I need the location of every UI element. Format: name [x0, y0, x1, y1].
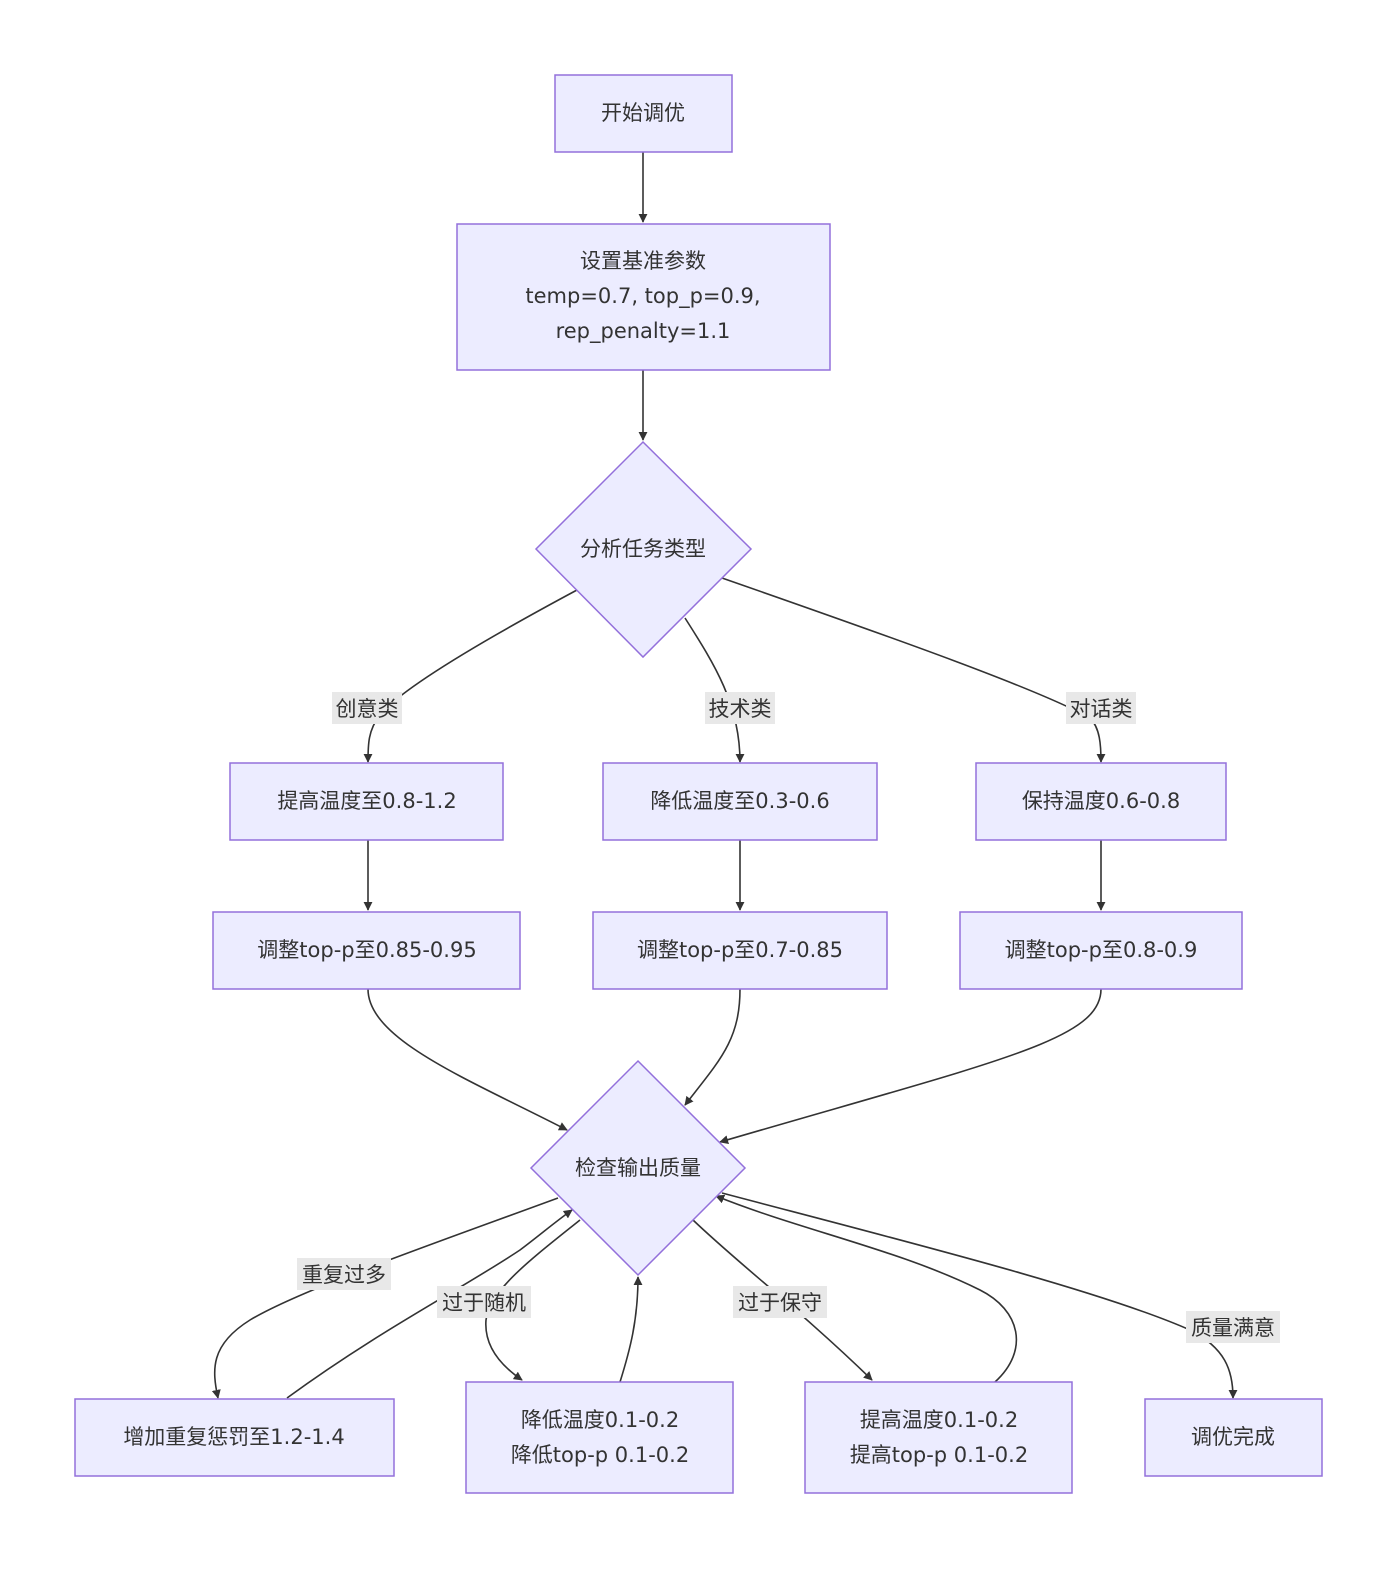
edge-label-satisfied: 质量满意 [1186, 1311, 1280, 1343]
node-chat-temp[interactable]: 保持温度0.6-0.8 [975, 762, 1227, 841]
edge-label-too-conservative: 过于保守 [733, 1286, 827, 1318]
edge-creative-check [367, 988, 568, 1131]
svg-text:过于保守: 过于保守 [738, 1291, 822, 1315]
edge-label-too-repetitive: 重复过多 [297, 1258, 391, 1290]
node-tech-topp[interactable]: 调整top-p至0.7-0.85 [592, 911, 888, 990]
svg-text:增加重复惩罚至1.2-1.4: 增加重复惩罚至1.2-1.4 [123, 1425, 344, 1449]
node-analyze-decision[interactable]: 分析任务类型 [534, 440, 753, 659]
svg-text:检查输出质量: 检查输出质量 [575, 1156, 701, 1180]
svg-text:创意类: 创意类 [336, 697, 399, 721]
svg-text:降低温度0.1-0.2: 降低温度0.1-0.2 [521, 1408, 679, 1432]
svg-text:质量满意: 质量满意 [1191, 1316, 1275, 1340]
edge-label-too-random: 过于随机 [437, 1286, 531, 1318]
svg-text:技术类: 技术类 [709, 697, 772, 721]
edge-check-done [721, 1192, 1238, 1399]
svg-text:调优完成: 调优完成 [1191, 1425, 1275, 1449]
svg-text:设置基准参数: 设置基准参数 [580, 249, 706, 273]
edge-repeat-check [286, 1209, 573, 1399]
svg-text:降低温度至0.3-0.6: 降低温度至0.3-0.6 [650, 789, 829, 813]
edge-label-technical: 技术类 [705, 692, 775, 724]
svg-text:重复过多: 重复过多 [302, 1263, 386, 1287]
node-creative-topp[interactable]: 调整top-p至0.85-0.95 [212, 911, 521, 990]
edge-analyze-creative [363, 589, 578, 763]
node-chat-topp[interactable]: 调整top-p至0.8-0.9 [959, 911, 1243, 990]
svg-text:调整top-p至0.85-0.95: 调整top-p至0.85-0.95 [257, 938, 476, 962]
svg-text:分析任务类型: 分析任务类型 [580, 537, 706, 561]
edge-random-check [619, 1276, 643, 1383]
edge-tech-check [684, 988, 741, 1106]
edge-analyze-dialogue [721, 577, 1106, 763]
svg-text:rep_penalty=1.1: rep_penalty=1.1 [556, 319, 731, 344]
svg-text:过于随机: 过于随机 [442, 1291, 526, 1315]
edge-label-dialogue: 对话类 [1066, 692, 1136, 724]
svg-text:调整top-p至0.8-0.9: 调整top-p至0.8-0.9 [1005, 938, 1198, 962]
nodes: 开始调优 设置基准参数 temp=0.7, top_p=0.9, rep_pen… [74, 74, 1323, 1494]
edge-chat-check [719, 988, 1102, 1145]
node-fix-repeat[interactable]: 增加重复惩罚至1.2-1.4 [74, 1398, 395, 1477]
edge-labels: 创意类 技术类 对话类 重复过多 过于随机 过于保守 质量满意 [297, 692, 1280, 1343]
node-creative-temp[interactable]: 提高温度至0.8-1.2 [229, 762, 504, 841]
svg-text:调整top-p至0.7-0.85: 调整top-p至0.7-0.85 [637, 938, 843, 962]
node-start[interactable]: 开始调优 [554, 74, 733, 153]
edge-analyze-technical [684, 617, 745, 763]
node-tech-temp[interactable]: 降低温度至0.3-0.6 [602, 762, 878, 841]
node-fix-conservative[interactable]: 提高温度0.1-0.2 提高top-p 0.1-0.2 [804, 1381, 1073, 1494]
node-baseline[interactable]: 设置基准参数 temp=0.7, top_p=0.9, rep_penalty=… [456, 223, 831, 371]
node-fix-random[interactable]: 降低温度0.1-0.2 降低top-p 0.1-0.2 [465, 1381, 734, 1494]
svg-text:降低top-p 0.1-0.2: 降低top-p 0.1-0.2 [511, 1443, 689, 1467]
svg-text:temp=0.7, top_p=0.9,: temp=0.7, top_p=0.9, [525, 284, 760, 309]
node-check-decision[interactable]: 检查输出质量 [529, 1059, 747, 1277]
svg-text:对话类: 对话类 [1070, 697, 1133, 721]
svg-text:提高温度至0.8-1.2: 提高温度至0.8-1.2 [277, 789, 456, 813]
edge-conservative-check [715, 1194, 1018, 1383]
edge-check-repeat [211, 1197, 559, 1399]
svg-text:提高温度0.1-0.2: 提高温度0.1-0.2 [860, 1408, 1018, 1432]
edge-label-creative: 创意类 [332, 692, 402, 724]
svg-text:开始调优: 开始调优 [601, 101, 685, 125]
svg-text:提高top-p 0.1-0.2: 提高top-p 0.1-0.2 [850, 1443, 1028, 1467]
svg-text:保持温度0.6-0.8: 保持温度0.6-0.8 [1022, 789, 1180, 813]
node-done[interactable]: 调优完成 [1144, 1398, 1323, 1477]
